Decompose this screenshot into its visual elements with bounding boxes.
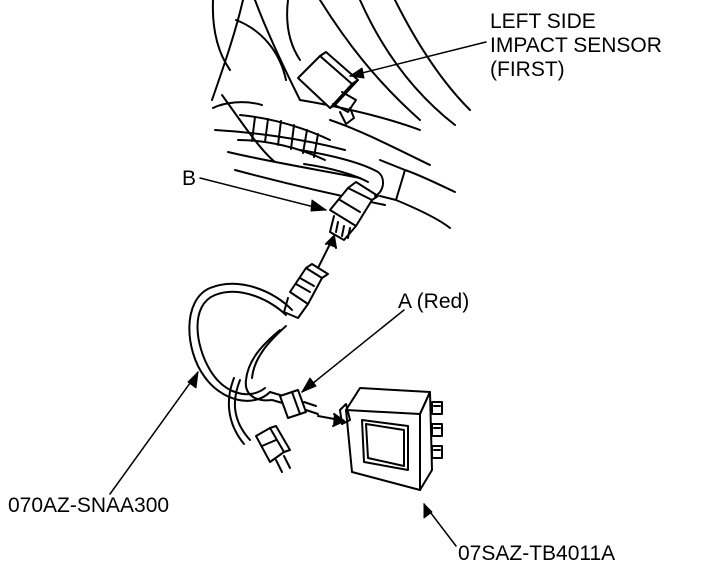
connector-b xyxy=(329,181,379,241)
impact-sensor xyxy=(297,51,359,125)
harness-plug xyxy=(255,425,291,473)
leader-a xyxy=(301,309,405,393)
leader-harness xyxy=(109,371,199,495)
leader-arrowheads xyxy=(187,67,433,519)
tester-box xyxy=(339,387,443,491)
label-connector-b: B xyxy=(182,167,197,190)
connector-a xyxy=(279,389,319,419)
label-harness-part-number: 070AZ-SNAA300 xyxy=(8,494,170,517)
leader-sensor xyxy=(349,41,487,77)
arrowhead-harness xyxy=(187,371,199,389)
label-left-side-impact-sensor: LEFT SIDE IMPACT SENSOR (FIRST) xyxy=(490,10,662,82)
harness-tube xyxy=(237,114,384,197)
label-tester-part-number: 07SAZ-TB4011A xyxy=(458,542,616,565)
arrowhead-sensor xyxy=(349,67,365,79)
leader-lines xyxy=(109,41,487,547)
label-sensor-line-3: (FIRST) xyxy=(490,58,565,81)
connection-arrow-a xyxy=(317,413,345,427)
leader-b xyxy=(199,177,327,211)
label-connector-a: A (Red) xyxy=(398,290,470,313)
label-sensor-line-2: IMPACT SENSOR xyxy=(490,34,662,57)
connection-arrow-b xyxy=(317,235,337,269)
test-harness-coil xyxy=(188,282,293,445)
arrowhead-a xyxy=(301,377,317,393)
label-sensor-line-1: LEFT SIDE xyxy=(490,10,596,33)
arrowhead-b xyxy=(310,199,327,212)
arrowhead-tester xyxy=(423,503,433,519)
